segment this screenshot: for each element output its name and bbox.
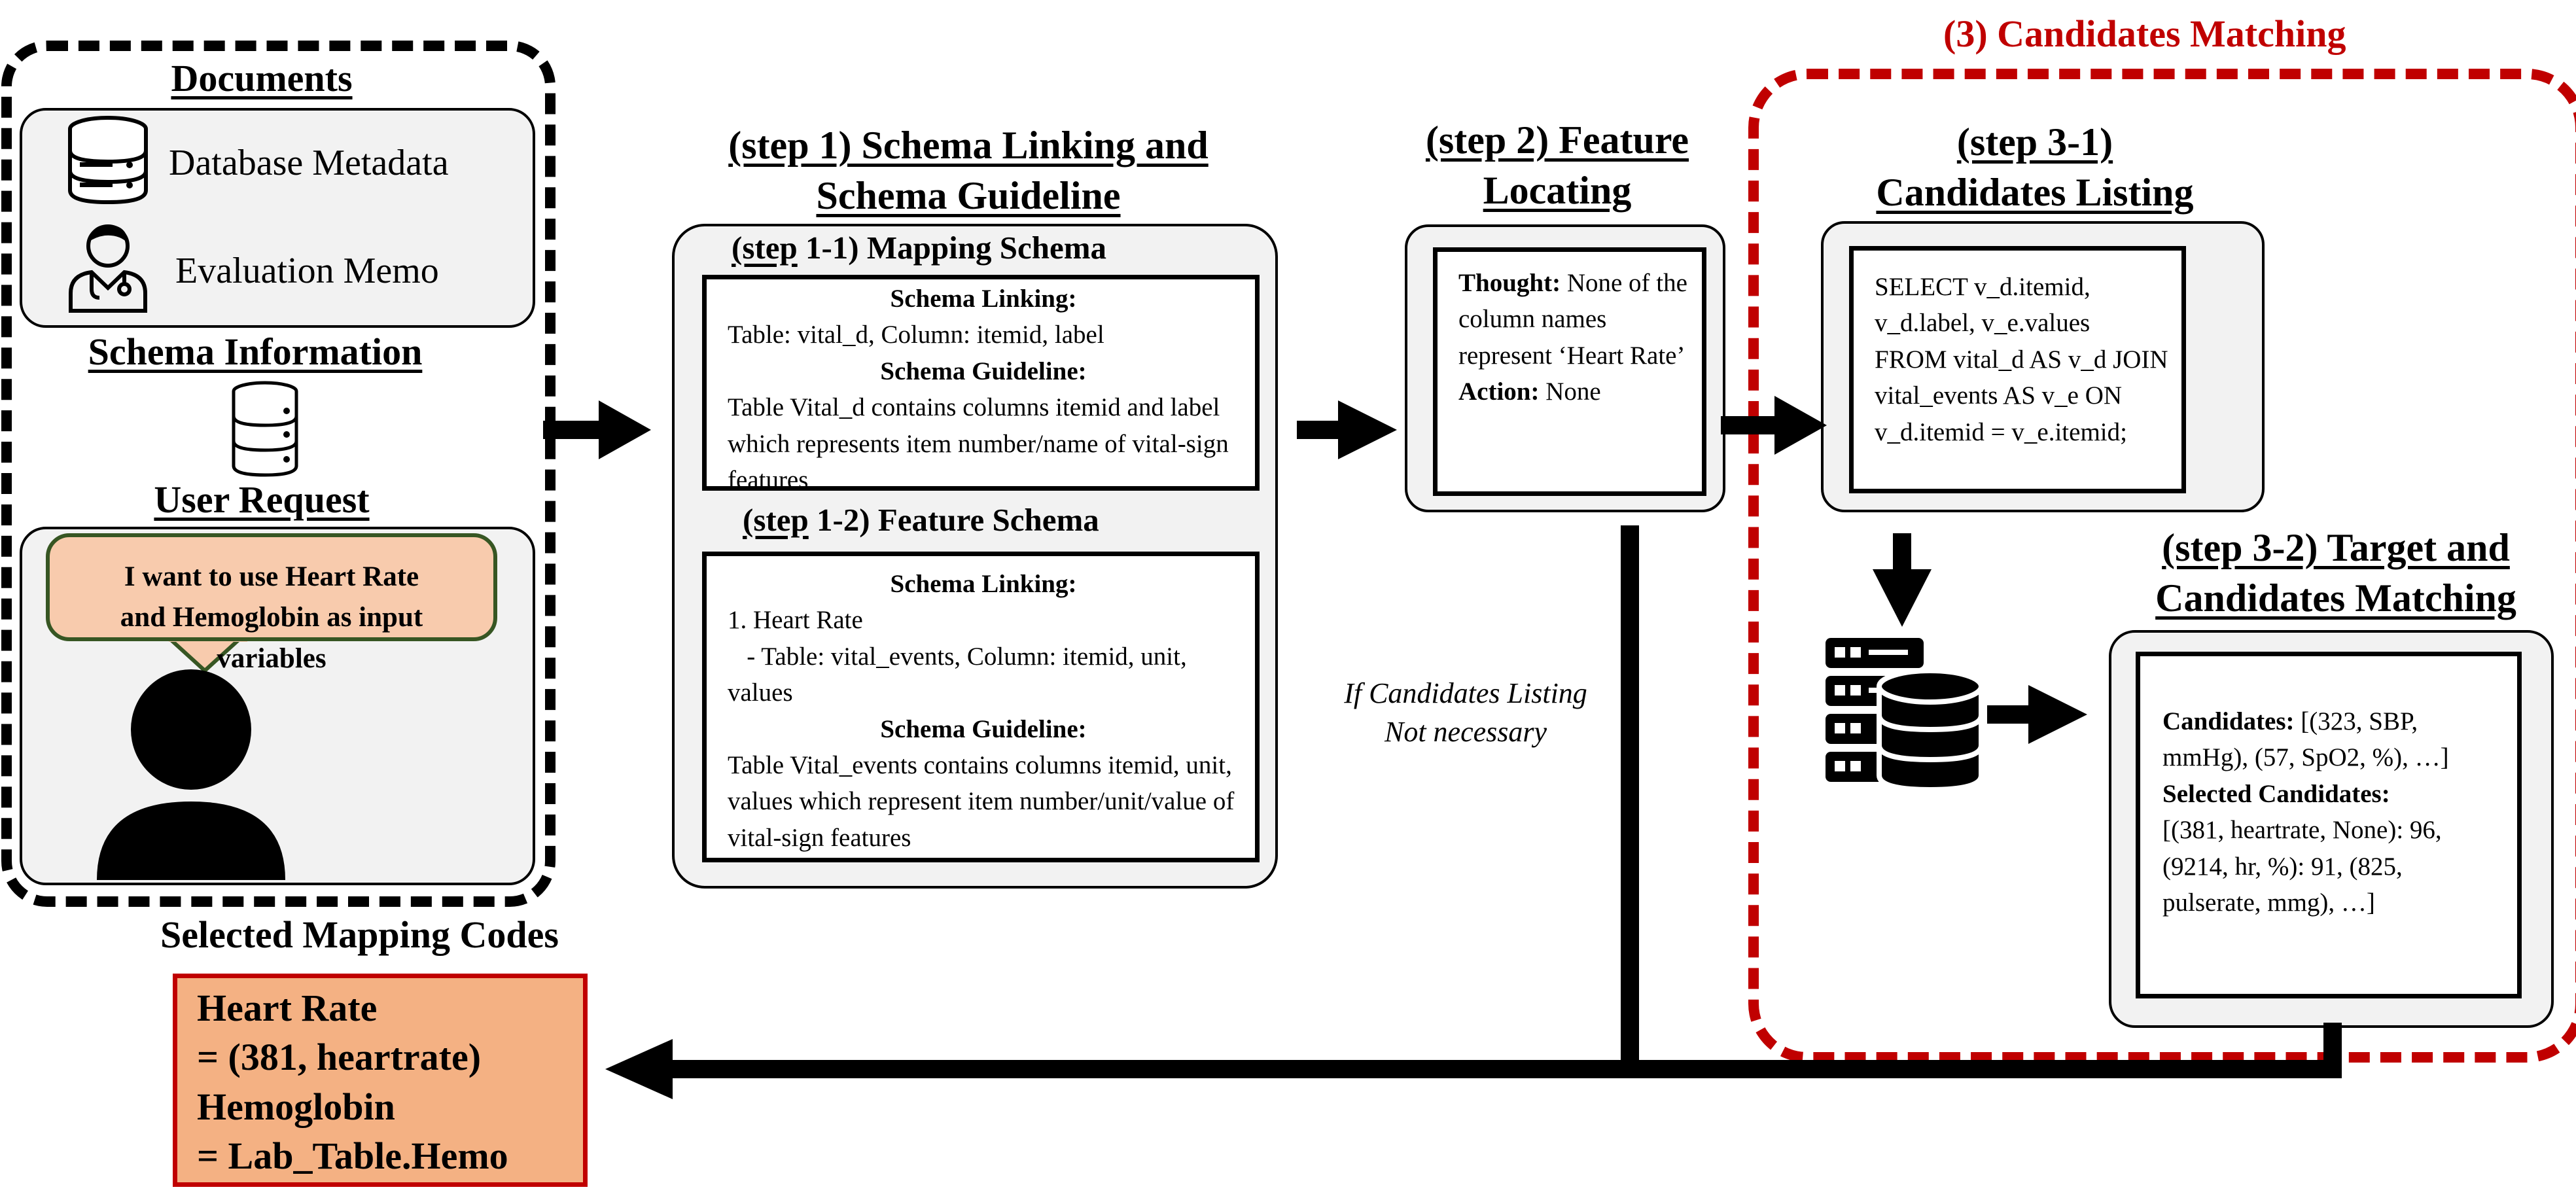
step2-box: Thought: None of the column names repres… (1433, 247, 1706, 496)
mapping-code-line: = Lab_Table.Hemo (197, 1135, 508, 1178)
arrow-head (1873, 569, 1932, 627)
documents-title: Documents (171, 57, 353, 99)
mapping-codes-box: Heart Rate = (381, heartrate) Hemoglobin… (173, 974, 588, 1187)
candidates-label: Candidates: (2162, 707, 2295, 735)
database-icon (232, 381, 298, 477)
action-line: Action: None (1458, 374, 1689, 410)
schema-linking-heading: Schema Linking: (890, 285, 1077, 313)
speech-bubble: I want to use Heart Rate and Hemoglobin … (46, 533, 497, 674)
mapping-code-line: = (381, heartrate) (197, 1036, 482, 1079)
candidates-matching-title: (3) Candidates Matching (1943, 12, 2346, 55)
matching-box: Candidates: [(323, SBP, mmHg), (57, SpO2… (2136, 652, 2522, 998)
mapping-code-line: Heart Rate (197, 987, 378, 1029)
schema-linking-text: Table: vital_d, Column: itemid, label (728, 321, 1104, 349)
schema-guideline-text: Table Vital_events contains columns item… (728, 750, 1235, 852)
step1-2-label-prefix: (step (743, 502, 809, 538)
mapping-codes-title: Selected Mapping Codes (160, 913, 559, 956)
thought-line: Thought: None of the column names repres… (1458, 265, 1689, 374)
step3-1-title-line1: (step 3-1) (1956, 120, 2113, 164)
arrow-shaft (1893, 533, 1911, 573)
doc-item-evaluation-memo: Evaluation Memo (175, 251, 439, 291)
arrow-head (2028, 685, 2087, 744)
arrow-shaft (1297, 421, 1343, 439)
arrow-head (605, 1039, 673, 1099)
step1-1-label: (step 1-1) Mapping Schema (732, 229, 1106, 266)
action-label: Action: (1458, 378, 1540, 406)
step3-2-title-line2: Candidates Matching (2155, 576, 2516, 620)
step3-2-title-line1: (step 3-2) Target and (2162, 526, 2510, 569)
candidates-line: Candidates: [(323, SBP, mmHg), (57, SpO2… (2162, 703, 2504, 776)
user-silhouette-icon (97, 669, 285, 880)
server-database-icon (1826, 638, 1983, 792)
step2-title-line2: Locating (1483, 169, 1632, 212)
skip-note-line: Not necessary (1384, 716, 1547, 749)
arrow-head (599, 400, 651, 459)
candidates-text: [(323, SBP, mmHg), (57, SpO2, %), …] (2162, 707, 2449, 772)
thought-label: Thought: (1458, 269, 1561, 297)
schema-guideline-text: Table Vital_d contains columns itemid an… (728, 393, 1229, 491)
schema-guideline-heading: Schema Guideline: (880, 714, 1087, 743)
arrow-shaft (1987, 705, 2033, 724)
schema-information-title: Schema Information (88, 330, 423, 373)
arrow-shaft (543, 421, 602, 439)
step3-1-title-line2: Candidates Listing (1876, 171, 2194, 214)
step1-2-label: (step 1-2) Feature Schema (743, 501, 1099, 538)
database-icon (68, 116, 148, 205)
step2-title-line1: (step 2) Feature (1425, 118, 1689, 162)
flow-line (667, 1060, 2342, 1078)
arrow-head (1774, 396, 1827, 455)
schema-linking-line: 1. Heart Rate (728, 606, 863, 635)
mapping-code-line: Hemoglobin (197, 1085, 395, 1128)
doc-item-database-metadata: Database Metadata (169, 143, 449, 183)
arrow-head (1338, 400, 1397, 459)
arrow-shaft (1721, 416, 1780, 434)
skip-note-line: If Candidates Listing (1344, 677, 1587, 709)
thought-text: None of the column names represent ‘Hear… (1458, 269, 1687, 370)
step1-title-line2: Schema Guideline (816, 174, 1121, 217)
user-request-title: User Request (154, 478, 370, 521)
step1-1-box: Schema Linking: Table: vital_d, Column: … (702, 275, 1260, 491)
sql-box: SELECT v_d.itemid, v_d.label, v_e.values… (1849, 246, 2186, 493)
step1-title-line1: (step 1) Schema Linking and (728, 124, 1209, 167)
schema-guideline-heading: Schema Guideline: (880, 357, 1087, 385)
step1-1-label-rest: 1-1) Mapping Schema (797, 230, 1107, 266)
flow-line (1621, 525, 1639, 1078)
step1-2-box: Schema Linking: 1. Heart Rate - Table: v… (702, 552, 1260, 862)
selected-candidates-label: Selected Candidates: (2162, 779, 2390, 808)
schema-linking-line: - Table: vital_events, Column: itemid, u… (728, 642, 1193, 707)
left-input-group (1, 41, 556, 907)
schema-linking-heading: Schema Linking: (890, 570, 1077, 598)
selected-candidates-text: [(381, heartrate, None): 96, (9214, hr, … (2162, 816, 2442, 917)
skip-note: If Candidates Listing Not necessary (1296, 674, 1636, 752)
step1-2-label-rest: 1-2) Feature Schema (808, 502, 1099, 538)
action-text: None (1539, 378, 1601, 406)
step1-1-label-prefix: (step (732, 230, 798, 266)
doctor-icon (69, 224, 147, 313)
